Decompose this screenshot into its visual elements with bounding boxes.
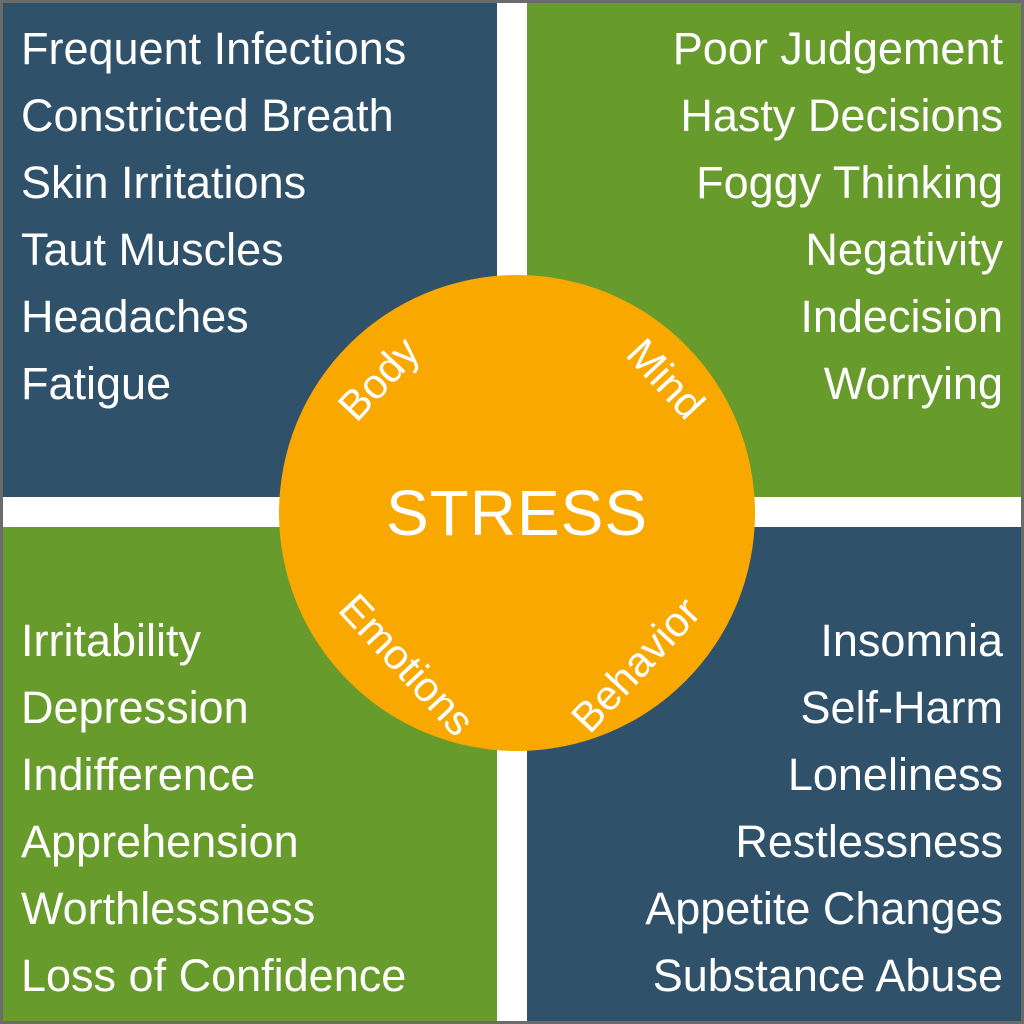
list-item: Headaches (21, 291, 249, 342)
list-item: Insomnia (820, 615, 1003, 666)
list-item: Hasty Decisions (680, 90, 1003, 141)
list-item: Worrying (823, 358, 1003, 409)
list-item: Worthlessness (21, 883, 316, 934)
quadrant-emotions: Irritability Depression Indifference App… (3, 527, 497, 1021)
symptom-list-behavior: Insomnia Self-Harm Loneliness Restlessne… (645, 607, 1003, 1009)
list-item: Taut Muscles (21, 224, 284, 275)
list-item: Foggy Thinking (696, 157, 1003, 208)
list-item: Irritability (21, 615, 202, 666)
list-item: Depression (21, 682, 249, 733)
list-item: Fatigue (21, 358, 172, 409)
list-item: Constricted Breath (21, 90, 394, 141)
list-item: Restlessness (735, 816, 1003, 867)
symptom-list-mind: Poor Judgement Hasty Decisions Foggy Thi… (673, 15, 1003, 417)
list-item: Negativity (805, 224, 1003, 275)
list-item: Frequent Infections (21, 23, 407, 74)
symptom-list-body: Frequent Infections Constricted Breath S… (21, 15, 406, 417)
list-item: Self-Harm (800, 682, 1003, 733)
list-item: Apprehension (21, 816, 299, 867)
quadrant-body: Frequent Infections Constricted Breath S… (3, 3, 497, 497)
page-title: STRESS (385, 477, 649, 549)
list-item: Appetite Changes (645, 883, 1003, 934)
center-circle: STRESS Body Mind Emotions Behavior (279, 275, 755, 751)
list-item: Poor Judgement (672, 23, 1003, 74)
list-item: Loss of Confidence (21, 950, 407, 1001)
symptom-list-emotions: Irritability Depression Indifference App… (21, 607, 406, 1009)
list-item: Skin Irritations (21, 157, 307, 208)
list-item: Indecision (800, 291, 1003, 342)
list-item: Indifference (21, 749, 256, 800)
list-item: Substance Abuse (652, 950, 1003, 1001)
list-item: Loneliness (787, 749, 1003, 800)
